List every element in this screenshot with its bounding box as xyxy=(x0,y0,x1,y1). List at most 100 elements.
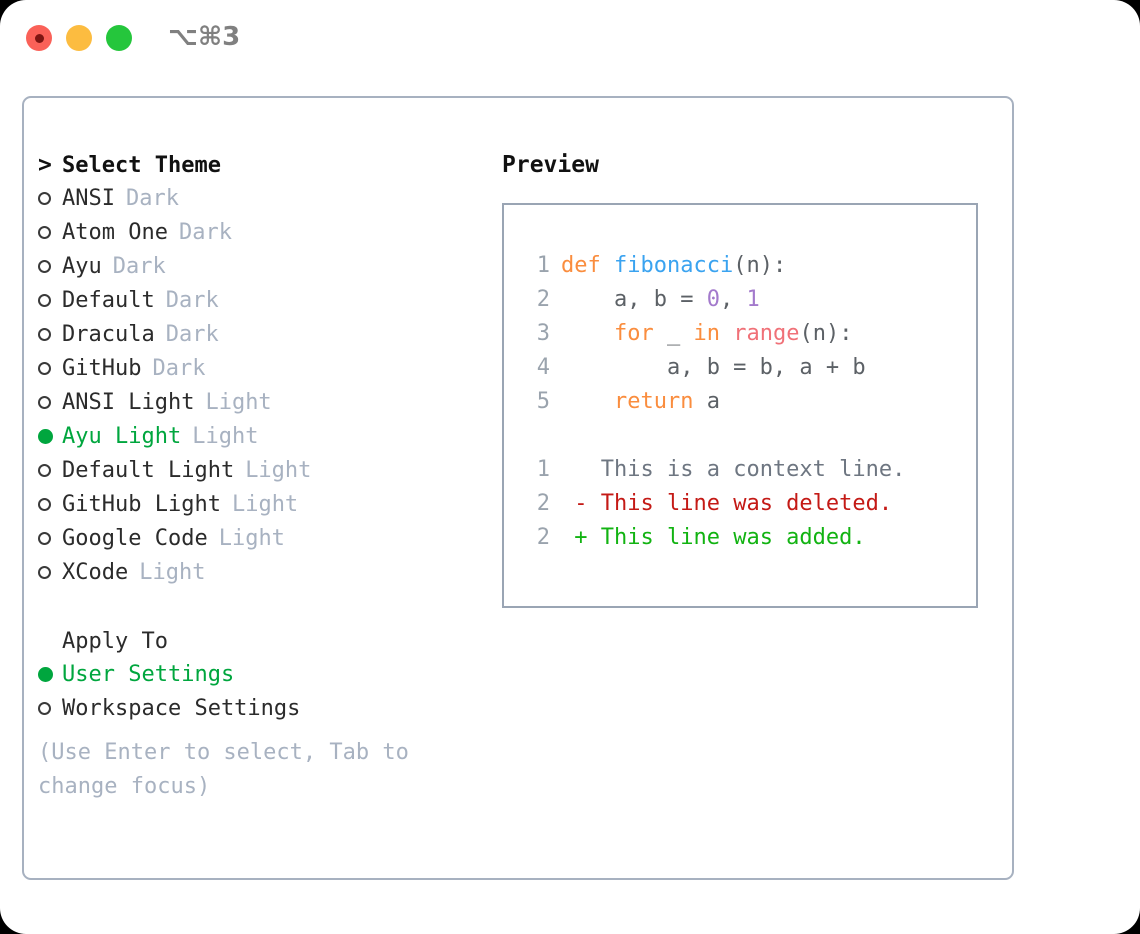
code-line: 2 a, b = 0, 1 xyxy=(522,283,976,317)
diff-line-added: 2 + This line was added. xyxy=(522,521,976,555)
maximize-window-button[interactable] xyxy=(106,25,132,51)
theme-option-label: ANSI Light xyxy=(62,390,195,415)
line-number: 2 xyxy=(536,525,550,550)
radio-unselected-icon xyxy=(38,522,62,556)
code-token-plain: a, b = xyxy=(561,287,707,312)
select-theme-heading: > Select Theme xyxy=(38,148,478,182)
title-bar: ⌥⌘3 xyxy=(0,0,1140,78)
theme-option-label: Atom One xyxy=(62,220,168,245)
radio-unselected-icon xyxy=(38,318,62,352)
theme-variant-badge: Dark xyxy=(112,254,166,279)
theme-option-atom-one[interactable]: Atom One Dark xyxy=(38,216,478,250)
code-token-plain: a xyxy=(693,389,720,414)
diff-text: This line was added. xyxy=(600,525,866,550)
radio-unselected-icon xyxy=(38,556,62,590)
apply-to-option-workspace-settings[interactable]: Workspace Settings xyxy=(38,692,478,726)
code-token-punct: (n): xyxy=(733,253,787,278)
radio-unselected-icon xyxy=(38,386,62,420)
select-theme-heading-label: Select Theme xyxy=(62,152,221,178)
code-token-builtin: range xyxy=(733,321,800,346)
code-token-kw: def xyxy=(561,253,614,278)
line-number: 1 xyxy=(536,253,550,278)
code-token-plain: , xyxy=(719,287,747,312)
apply-to-heading: Apply To xyxy=(38,624,478,658)
theme-option-ayu[interactable]: Ayu Dark xyxy=(38,250,478,284)
code-token-plain: a, b = b, a + b xyxy=(561,355,866,380)
theme-option-dracula[interactable]: Dracula Dark xyxy=(38,318,478,352)
diff-line-context: 1 This is a context line. xyxy=(522,453,976,487)
list-spacer xyxy=(38,590,478,624)
code-token-plain xyxy=(561,389,614,414)
theme-variant-badge: Dark xyxy=(165,322,219,347)
theme-variant-badge: Light xyxy=(245,458,312,483)
radio-unselected-icon xyxy=(38,182,62,216)
theme-variant-badge: Dark xyxy=(178,220,232,245)
code-token-plain xyxy=(561,321,614,346)
code-line: 4 a, b = b, a + b xyxy=(522,351,976,385)
theme-option-label: XCode xyxy=(62,560,129,585)
line-number: 5 xyxy=(536,389,550,414)
theme-option-label: Ayu Light xyxy=(62,424,182,449)
apply-to-option-user-settings[interactable]: User Settings xyxy=(38,658,478,692)
theme-option-ansi[interactable]: ANSI Dark xyxy=(38,182,478,216)
code-token-plain xyxy=(720,321,733,346)
radio-selected-icon xyxy=(38,658,62,692)
theme-option-label: Ayu xyxy=(62,254,102,279)
apply-to-heading-label: Apply To xyxy=(62,628,168,654)
diff-marker: - xyxy=(561,491,601,516)
theme-option-label: ANSI xyxy=(62,186,115,211)
line-number: 3 xyxy=(536,321,550,346)
diff-text: This line was deleted. xyxy=(600,491,893,516)
theme-option-default[interactable]: Default Dark xyxy=(38,284,478,318)
theme-option-label: Google Code xyxy=(62,526,208,551)
radio-unselected-icon xyxy=(38,250,62,284)
theme-option-label: Default xyxy=(62,288,155,313)
radio-unselected-icon xyxy=(38,454,62,488)
theme-option-github-light[interactable]: GitHub Light Light xyxy=(38,488,478,522)
close-window-button[interactable] xyxy=(26,25,52,51)
theme-variant-badge: Light xyxy=(139,560,206,585)
preview-title: Preview xyxy=(502,152,599,178)
radio-unselected-icon xyxy=(38,284,62,318)
code-line: 5 return a xyxy=(522,385,976,419)
minimize-window-button[interactable] xyxy=(66,25,92,51)
keyboard-shortcut-label: ⌥⌘3 xyxy=(168,22,241,52)
theme-variant-badge: Light xyxy=(205,390,272,415)
theme-variant-badge: Light xyxy=(231,492,299,517)
line-number: 2 xyxy=(536,287,550,312)
code-token-fn: fibonacci xyxy=(613,253,734,278)
preview-gap xyxy=(522,419,976,453)
diff-sample: 1 This is a context line. 2 - This line w… xyxy=(522,453,976,555)
code-token-punct: (n): xyxy=(799,321,853,346)
theme-option-label: GitHub Light xyxy=(62,492,221,517)
theme-variant-badge: Light xyxy=(192,424,259,449)
line-number: 1 xyxy=(536,457,550,482)
diff-text: This is a context line. xyxy=(600,457,906,482)
theme-variant-badge: Light xyxy=(218,526,285,551)
radio-unselected-icon xyxy=(38,692,62,726)
theme-option-label: Dracula xyxy=(62,322,155,347)
code-token-num: 0 xyxy=(706,287,720,312)
diff-marker xyxy=(561,457,601,482)
line-number: 2 xyxy=(536,491,550,516)
radio-unselected-icon xyxy=(38,352,62,386)
theme-option-ansi-light[interactable]: ANSI Light Light xyxy=(38,386,478,420)
theme-option-xcode[interactable]: XCode Light xyxy=(38,556,478,590)
code-token-kw: for xyxy=(613,321,654,346)
theme-option-ayu-light[interactable]: Ayu Light Light xyxy=(38,420,478,454)
apply-to-option-label: Workspace Settings xyxy=(62,696,301,721)
theme-variant-badge: Dark xyxy=(125,186,179,211)
focus-caret-icon: > xyxy=(38,152,52,178)
line-number: 4 xyxy=(536,355,550,380)
theme-variant-badge: Dark xyxy=(165,288,219,313)
code-line: 3 for _ in range(n): xyxy=(522,317,976,351)
theme-option-google-code[interactable]: Google Code Light xyxy=(38,522,478,556)
